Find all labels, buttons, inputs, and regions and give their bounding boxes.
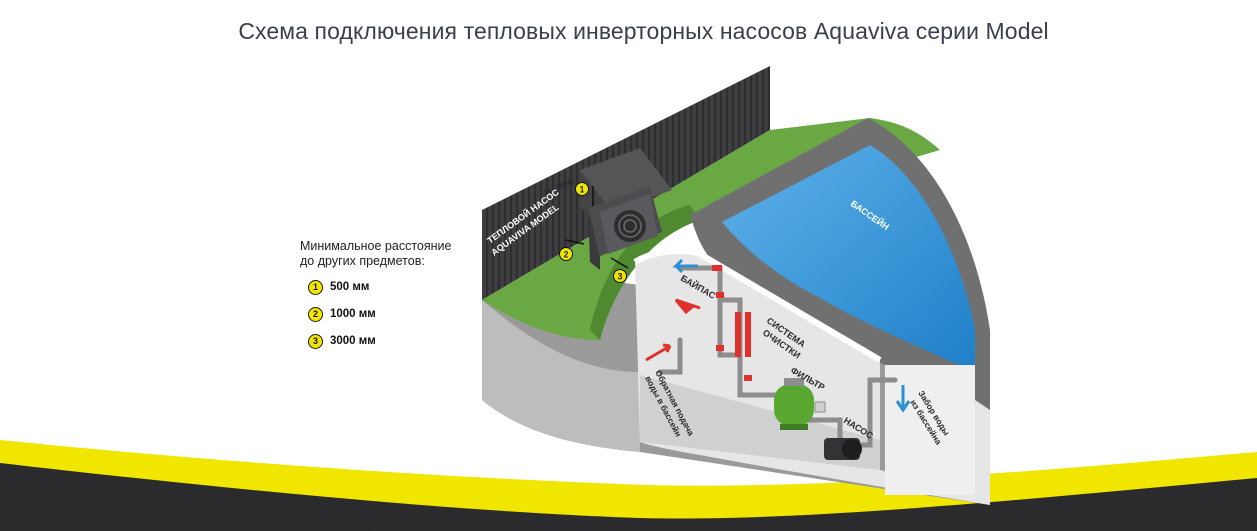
heat-pump-unit: [580, 148, 672, 270]
marker-1: [575, 182, 589, 196]
dark-band: [0, 463, 1257, 531]
legend-value: 3000 мм: [330, 335, 376, 347]
pool-water: [722, 145, 975, 372]
legend-caption: Минимальное расстояние до других предмет…: [300, 239, 470, 269]
ground-front: [482, 300, 640, 452]
intake-arrow: [895, 385, 911, 413]
marker-3: [613, 269, 627, 283]
page-title: Схема подключения тепловых инверторных н…: [238, 18, 1049, 44]
marker-1-label: 1: [579, 185, 584, 195]
badge-2: 2: [308, 306, 323, 322]
yellow-band-bottom: [0, 505, 1257, 531]
cleaning-unit-1: [735, 312, 741, 357]
badge-1: 1: [308, 279, 323, 295]
legend-value: 1000 мм: [330, 308, 376, 320]
distance-markers: 1 2 3: [559, 182, 629, 283]
badge-3: 3: [308, 333, 323, 349]
distance-legend: Минимальное расстояние до других предмет…: [300, 239, 470, 349]
intake-wall: [885, 365, 975, 495]
pump-room-floor: [640, 375, 880, 470]
legend-item: 2 1000 мм: [308, 306, 376, 322]
marker-2: [559, 247, 573, 261]
legend-caption-line1: Минимальное расстояние: [300, 239, 452, 253]
legend-item: 3 3000 мм: [308, 333, 376, 349]
sand-filter: [774, 378, 826, 430]
legend-caption-line2: до других предметов:: [300, 254, 425, 268]
legend-value: 500 мм: [330, 281, 370, 293]
pump-room-wall-line: [633, 248, 882, 363]
bypass-arrow-in: [672, 258, 698, 274]
marker-2-label: 2: [563, 250, 568, 260]
bypass-arrow-out: [674, 298, 701, 315]
flow-arrows: [645, 258, 911, 413]
cleaning-unit-2: [745, 312, 751, 357]
legend-item: 1 500 мм: [308, 279, 369, 295]
circulation-pump: [824, 438, 862, 460]
return-arrow: [645, 343, 672, 362]
marker-3-label: 3: [617, 272, 622, 282]
